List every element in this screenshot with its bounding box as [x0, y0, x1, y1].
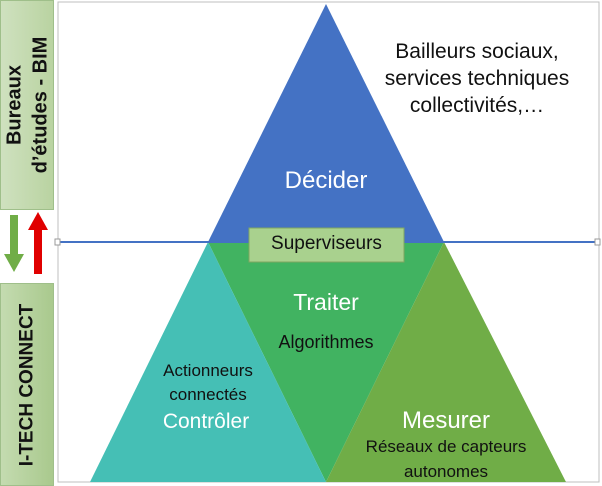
- itech-connect-label: I-TECH CONNECT: [16, 303, 37, 466]
- supervisors-band: [248, 227, 405, 263]
- algorithms-label: Algorithmes: [278, 332, 374, 352]
- supervisors-label: Superviseurs: [271, 233, 382, 254]
- divider-handle-right[interactable]: [594, 238, 601, 246]
- stakeholders-text: Bailleurs sociaux, services techniques c…: [384, 40, 570, 117]
- itech-connect-box: I-TECH CONNECT: [0, 283, 54, 486]
- treat-triangle: [208, 242, 444, 482]
- measure-label: Mesurer: [401, 407, 491, 434]
- control-triangle: [90, 242, 326, 482]
- design-offices-box: Bureaux d’études - BIM: [0, 0, 54, 210]
- measure-triangle: [326, 242, 566, 482]
- divider-handle-left[interactable]: [54, 238, 61, 246]
- down-arrow-icon: [4, 215, 24, 272]
- design-offices-label: Bureaux d’études - BIM: [3, 36, 52, 174]
- actuators-label: Actionneurs connectés: [163, 361, 253, 404]
- sensor-networks-label: Réseaux de capteurs autonomes: [365, 437, 527, 481]
- treat-label: Traiter: [293, 289, 359, 315]
- control-label: Contrôler: [162, 410, 250, 433]
- up-arrow-icon: [28, 212, 48, 274]
- decide-label: Décider: [284, 167, 368, 194]
- decide-triangle: [208, 4, 444, 242]
